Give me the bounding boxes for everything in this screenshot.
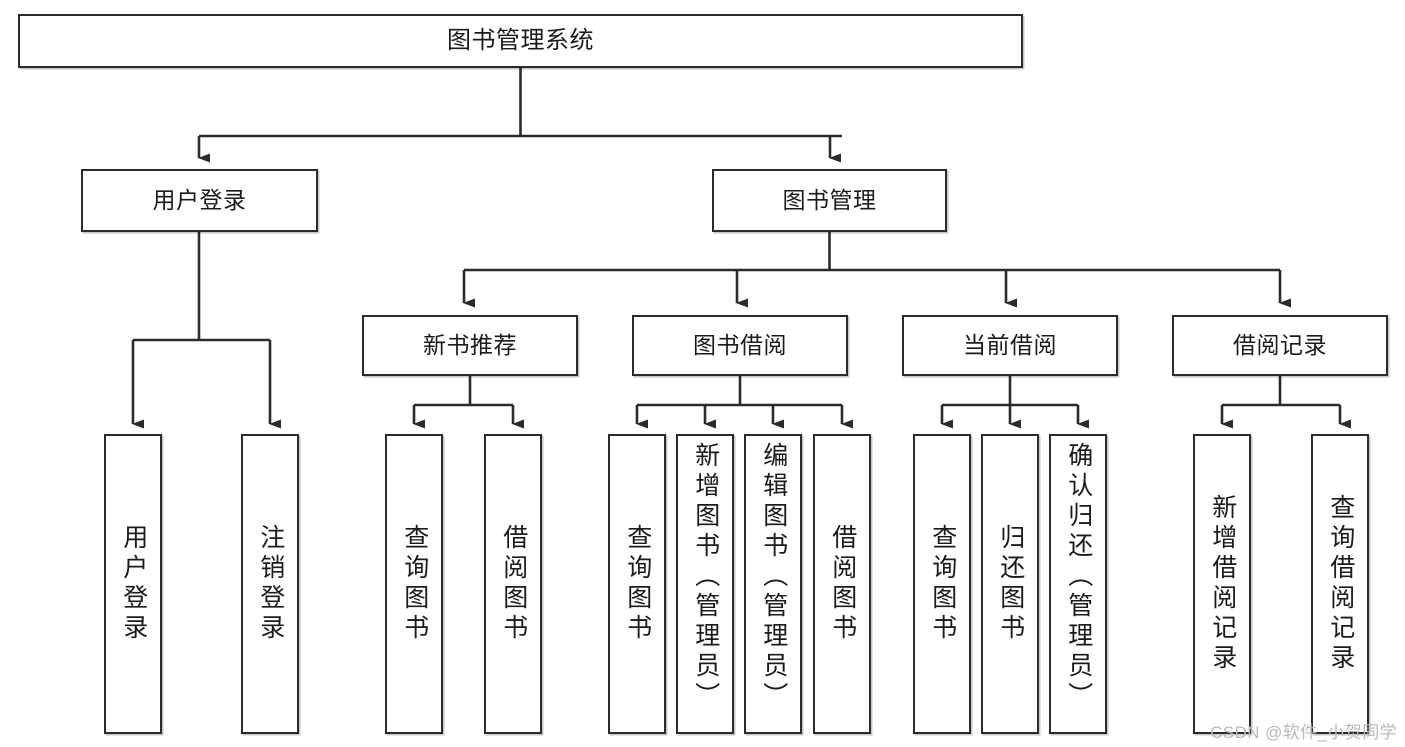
leaf-borrow-book[interactable]: 借阅图书	[813, 434, 871, 734]
leaf-query-book-borrow[interactable]: 查询图书	[608, 434, 666, 734]
leaf-return-book[interactable]: 归还图书	[981, 434, 1039, 734]
node-label: 查询图书	[928, 524, 957, 644]
node-user-login[interactable]: 用户登录	[81, 169, 318, 232]
leaf-confirm-return-admin[interactable]: 确认归还（管理员）	[1049, 434, 1107, 734]
leaf-query-borrow-record[interactable]: 查询借阅记录	[1311, 434, 1369, 734]
node-label: 新增借阅记录	[1208, 494, 1237, 674]
leaf-logout[interactable]: 注销登录	[241, 434, 299, 734]
node-label: 用户登录	[152, 187, 247, 214]
node-label: 图书管理系统	[447, 27, 594, 55]
node-book-borrowing[interactable]: 图书借阅	[632, 315, 848, 376]
node-label: 借阅记录	[1233, 332, 1327, 359]
leaf-add-book-admin[interactable]: 新增图书（管理员）	[676, 434, 734, 734]
node-label: 查询借阅记录	[1326, 494, 1355, 674]
leaf-query-book-current[interactable]: 查询图书	[913, 434, 971, 734]
leaf-query-book-new[interactable]: 查询图书	[385, 434, 443, 734]
node-root-book-management-system[interactable]: 图书管理系统	[18, 14, 1023, 68]
leaf-borrow-book-new[interactable]: 借阅图书	[484, 434, 542, 734]
node-label: 新增图书（管理员）	[691, 442, 720, 712]
node-book-management[interactable]: 图书管理	[712, 169, 947, 232]
leaf-edit-book-admin[interactable]: 编辑图书（管理员）	[744, 434, 802, 734]
leaf-user-login[interactable]: 用户登录	[104, 434, 162, 734]
node-label: 借阅图书	[499, 524, 528, 644]
node-new-book-recommendation[interactable]: 新书推荐	[362, 315, 578, 376]
node-label: 注销登录	[256, 524, 285, 644]
leaf-add-borrow-record[interactable]: 新增借阅记录	[1193, 434, 1251, 734]
node-label: 当前借阅	[963, 332, 1057, 359]
node-label: 查询图书	[623, 524, 652, 644]
node-label: 编辑图书（管理员）	[759, 442, 788, 712]
node-label: 图书借阅	[693, 332, 787, 359]
node-current-borrowing[interactable]: 当前借阅	[902, 315, 1118, 376]
node-label: 新书推荐	[423, 332, 517, 359]
node-label: 查询图书	[400, 524, 429, 644]
node-label: 用户登录	[119, 524, 148, 644]
node-label: 图书管理	[782, 187, 877, 214]
node-label: 借阅图书	[828, 524, 857, 644]
node-borrowing-record[interactable]: 借阅记录	[1172, 315, 1388, 376]
node-label: 归还图书	[996, 524, 1025, 644]
watermark: CSDN @软件_小贺同学	[1210, 723, 1397, 742]
node-label: 确认归还（管理员）	[1064, 442, 1093, 712]
